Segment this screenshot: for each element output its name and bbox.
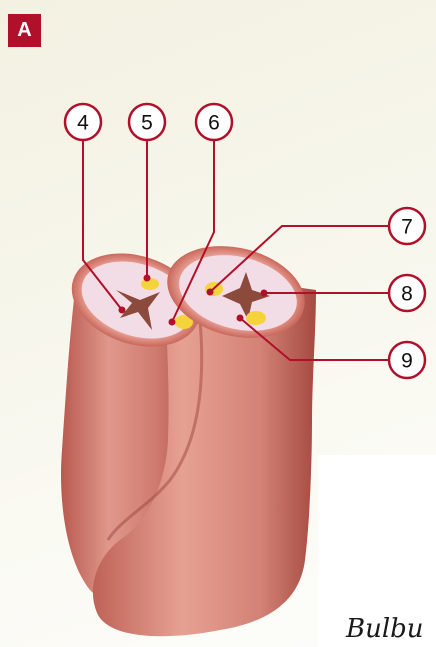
callout-label-8: 8 <box>401 283 413 306</box>
leader-dot-8 <box>261 290 268 297</box>
leader-dot-6 <box>169 319 176 326</box>
callout-label-6: 6 <box>208 112 220 135</box>
leader-dot-5 <box>144 275 151 282</box>
leader-dot-7 <box>207 289 214 296</box>
right-gland-bottom <box>246 311 266 325</box>
callout-label-5: 5 <box>141 112 153 135</box>
leader-dot-9 <box>237 315 244 322</box>
figure-caption: Bulbu <box>346 614 424 644</box>
callout-label-9: 9 <box>401 350 413 373</box>
callout-label-4: 4 <box>77 112 89 135</box>
callout-label-7: 7 <box>401 216 413 239</box>
leader-dot-4 <box>119 307 126 314</box>
